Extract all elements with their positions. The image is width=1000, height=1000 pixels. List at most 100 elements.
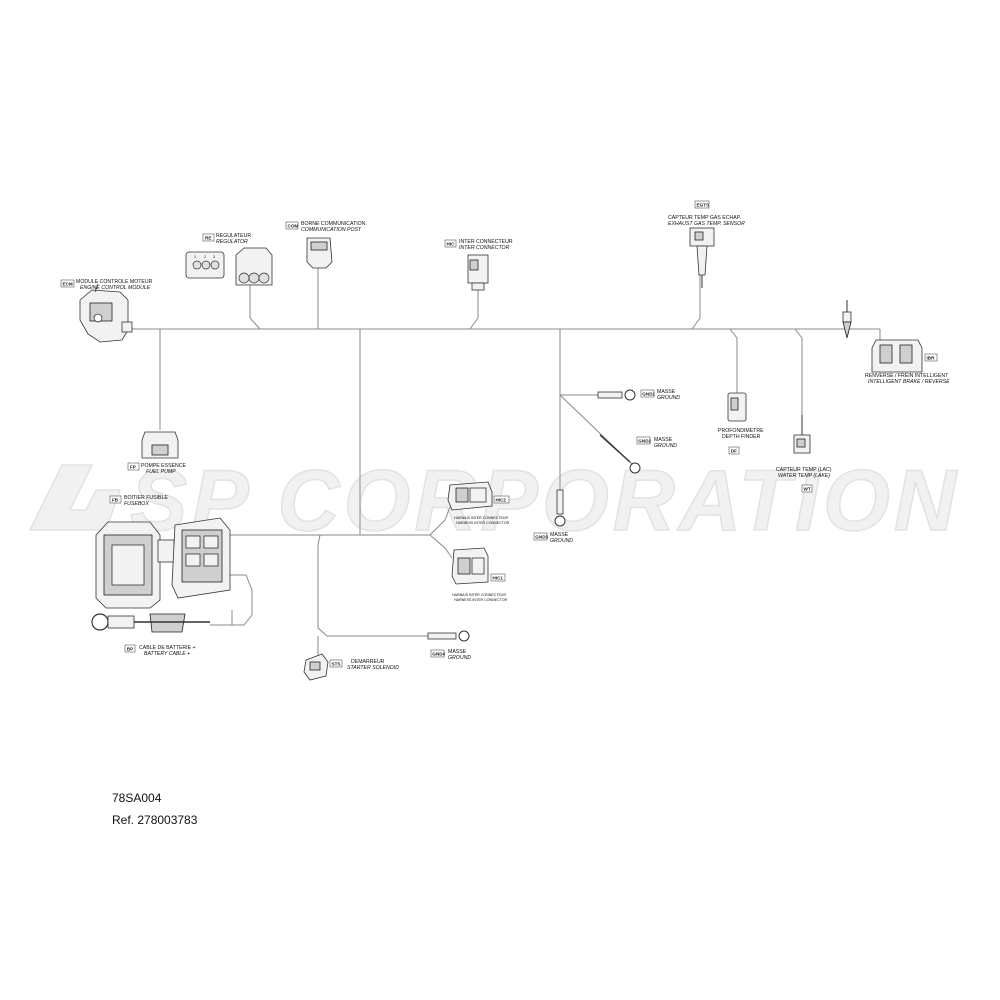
com-label: BORNE COMMUNICATION (301, 221, 366, 227)
fusebox-connector[interactable] (171, 517, 231, 599)
battery-cable-terminal[interactable] (91, 613, 210, 633)
ecm-label-en: ENGINE CONTROL MODULE (80, 285, 151, 291)
sts-code-box: STS (329, 659, 343, 668)
hic1-code-box: HIC1 (490, 573, 506, 582)
gnd3-label: MASSE (550, 532, 569, 538)
wt-label: CAPTEUR TEMP (LAC) (776, 467, 832, 473)
svg-text:HIC: HIC (447, 241, 456, 246)
svg-text:RE: RE (205, 235, 211, 240)
gnd4-code-box: GND4 (430, 649, 446, 658)
svg-text:FB: FB (112, 497, 119, 502)
gnd4-label-en: GROUND (448, 655, 471, 661)
harness-inter-connector-2[interactable] (447, 481, 493, 511)
fusebox[interactable] (95, 521, 175, 609)
regulator-connector-right[interactable] (235, 247, 273, 286)
ground-4-terminal[interactable] (427, 630, 470, 642)
ibr-label-en: INTELLIGENT BRAKE / REVERSE (868, 379, 950, 385)
svg-text:WT: WT (804, 486, 811, 491)
gnd4-label: MASSE (448, 649, 467, 655)
svg-text:HIC1: HIC1 (493, 575, 504, 580)
starter-solenoid-connector[interactable] (303, 653, 329, 681)
gnd2-code-box: GND2 (636, 436, 652, 445)
inter-connector[interactable] (467, 254, 489, 291)
com-code-box: COM (285, 221, 299, 230)
svg-text:FP: FP (130, 464, 136, 469)
gnd2-label: MASSE (654, 437, 673, 443)
ground-3-terminal[interactable] (554, 489, 566, 527)
bp-label-en: BATTERY CABLE + (144, 651, 190, 657)
probe-sensor[interactable] (842, 300, 852, 339)
gnd3-label-en: GROUND (550, 538, 573, 544)
water-temp-sensor[interactable] (793, 415, 811, 454)
exhaust-gas-temp-sensor[interactable] (689, 227, 715, 288)
egts-label-en: EXHAUST GAS TEMP. SENSOR (668, 221, 745, 227)
svg-text:DF: DF (731, 448, 737, 453)
gnd1-label-en: GROUND (657, 395, 680, 401)
svg-text:1: 1 (194, 255, 196, 259)
gnd1-label: MASSE (657, 389, 676, 395)
gnd2-label-en: GROUND (654, 443, 677, 449)
gnd1-code-box: GND1 (640, 389, 656, 398)
svg-text:GND3: GND3 (535, 534, 548, 539)
hic-label-en: INTER CONNECTOR (459, 245, 510, 251)
svg-text:2: 2 (204, 255, 206, 259)
svg-text:GND2: GND2 (638, 438, 651, 443)
gnd3-code-box: GND3 (533, 532, 549, 541)
egts-label: CAPTEUR TEMP GAS ECHAP. (668, 215, 741, 221)
svg-text:BP: BP (127, 646, 133, 651)
svg-text:IBR: IBR (927, 355, 936, 360)
svg-text:ECM: ECM (63, 281, 73, 286)
harness-inter-connector-1[interactable] (451, 547, 489, 585)
regulator-connector-left[interactable]: 1 2 3 (185, 251, 225, 279)
ibr-code-box: IBR (924, 353, 938, 362)
com-label-en: COMMUNICATION POST (301, 227, 362, 233)
re-label: REGULATEUR (216, 233, 251, 239)
wt-label-en: WATER TEMP (LAKE) (778, 473, 830, 479)
depth-finder-connector[interactable] (727, 392, 747, 422)
fp-label: POMPE ESSENCE (141, 463, 187, 469)
df-label: PROFONDIMETRE (718, 428, 764, 434)
fb-code-box: FB (109, 495, 122, 504)
egts-code-box: EGTS (694, 200, 710, 209)
reference-number: Ref. 278003783 (112, 813, 198, 827)
hic1-label: HARNAIS INTER CONNECTEUR (452, 593, 507, 597)
df-code-box: DF (728, 446, 740, 455)
fp-code-box: FP (127, 462, 140, 471)
hic2-label: HARNAIS INTER CONNECTEUR (454, 516, 509, 520)
svg-text:STS: STS (332, 661, 341, 666)
fb-label-en: FUSEBOX (124, 501, 149, 507)
ground-1-terminal[interactable] (597, 389, 636, 401)
ibr-label: RENVERSE / FREIN INTELLIGENT (865, 373, 949, 379)
intelligent-brake-reverse-connector[interactable] (871, 339, 923, 373)
sts-label-en: STARTER SOLENOID (347, 665, 399, 671)
svg-text:HIC2: HIC2 (496, 497, 507, 502)
hic2-label-en: HARNESS INTER CONNECTOR (456, 521, 510, 525)
watermark-text: SP CORPORATION (130, 453, 960, 549)
re-code-box: RE (202, 233, 215, 242)
fp-label-en: FUEL PUMP (146, 469, 176, 475)
bp-label: CABLE DE BATTERIE + (139, 645, 196, 651)
svg-text:3: 3 (213, 255, 215, 259)
communication-post-connector[interactable] (306, 237, 333, 269)
svg-text:EGTS: EGTS (697, 202, 710, 207)
ecm-label: MODULE CONTROLE MOTEUR (76, 279, 153, 285)
svg-text:GND1: GND1 (642, 391, 655, 396)
df-label-en: DEPTH FINDER (722, 434, 761, 440)
re-label-en: REGULATOR (216, 239, 248, 245)
hic1-label-en: HARNESS INTER CONNECTOR (454, 598, 508, 602)
fuel-pump-connector[interactable] (141, 431, 179, 459)
watermark: SP CORPORATION (28, 452, 960, 550)
wt-code-box: WT (801, 484, 813, 493)
hic2-code-box: HIC2 (493, 495, 510, 504)
hic-code-box: HIC (444, 239, 457, 248)
svg-text:GND4: GND4 (432, 651, 445, 656)
ground-2-terminal[interactable] (599, 434, 641, 474)
sts-label: DEMARREUR (351, 659, 385, 665)
diagram-code: 78SA004 (112, 791, 162, 805)
svg-text:COM: COM (288, 223, 299, 228)
hic-label: INTER CONNECTEUR (459, 239, 513, 245)
fb-label: BOITIER FUSIBLE (124, 495, 168, 501)
ecm-code-box: ECM (60, 279, 75, 288)
ecm-connector[interactable] (79, 283, 133, 343)
